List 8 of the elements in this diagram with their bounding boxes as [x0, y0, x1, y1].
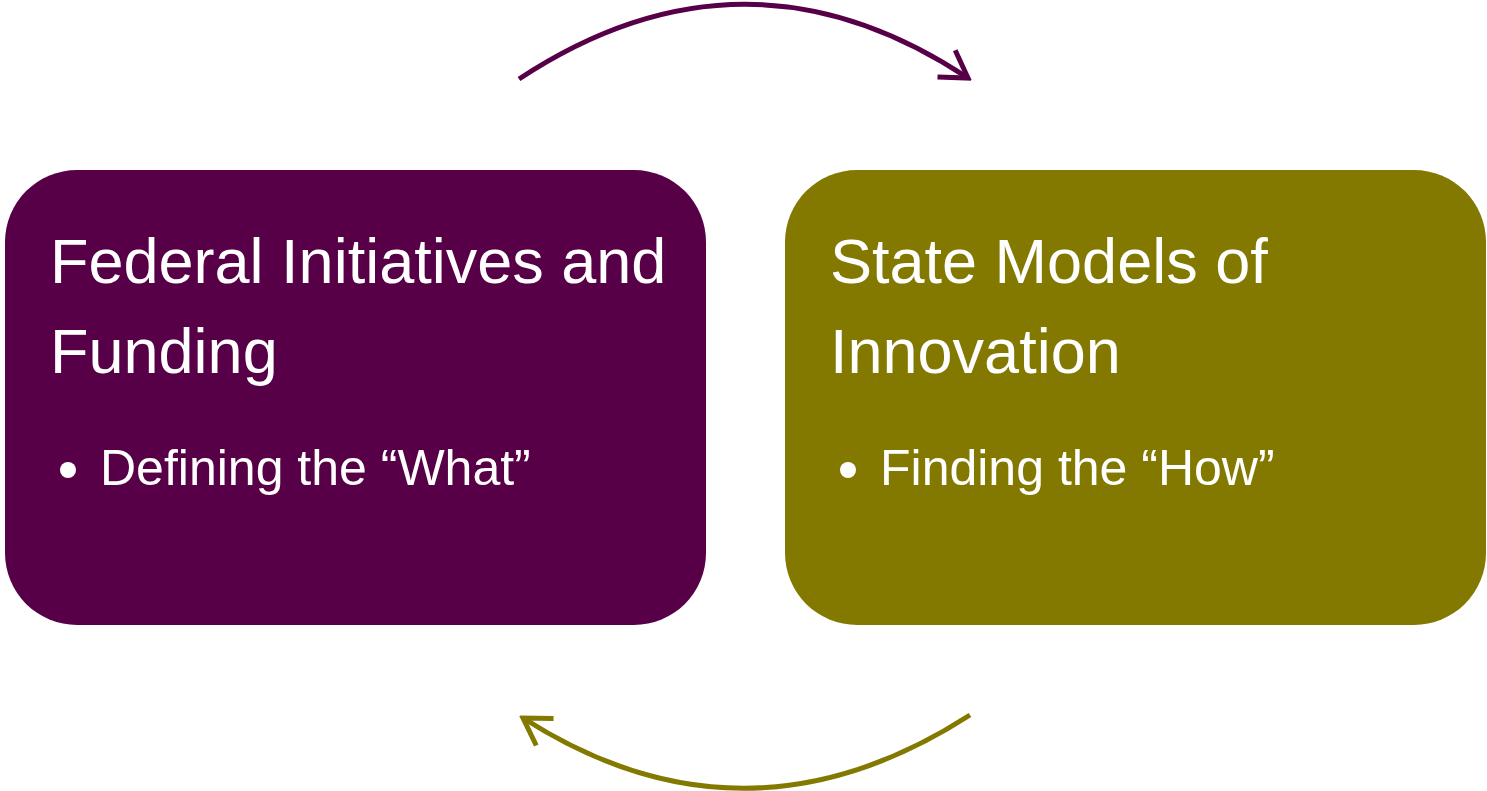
rounded-box — [5, 170, 706, 625]
box-heading: State Models of Innovation — [830, 225, 1269, 388]
bullet-text: Defining the “What” — [50, 438, 686, 498]
curved-arrow — [520, 712, 972, 791]
rounded-box — [785, 170, 1486, 625]
curved-arrow — [517, 1, 971, 82]
box-heading: Federal Initiatives and Funding — [50, 225, 668, 388]
bullet-text: Finding the “How” — [830, 438, 1466, 498]
